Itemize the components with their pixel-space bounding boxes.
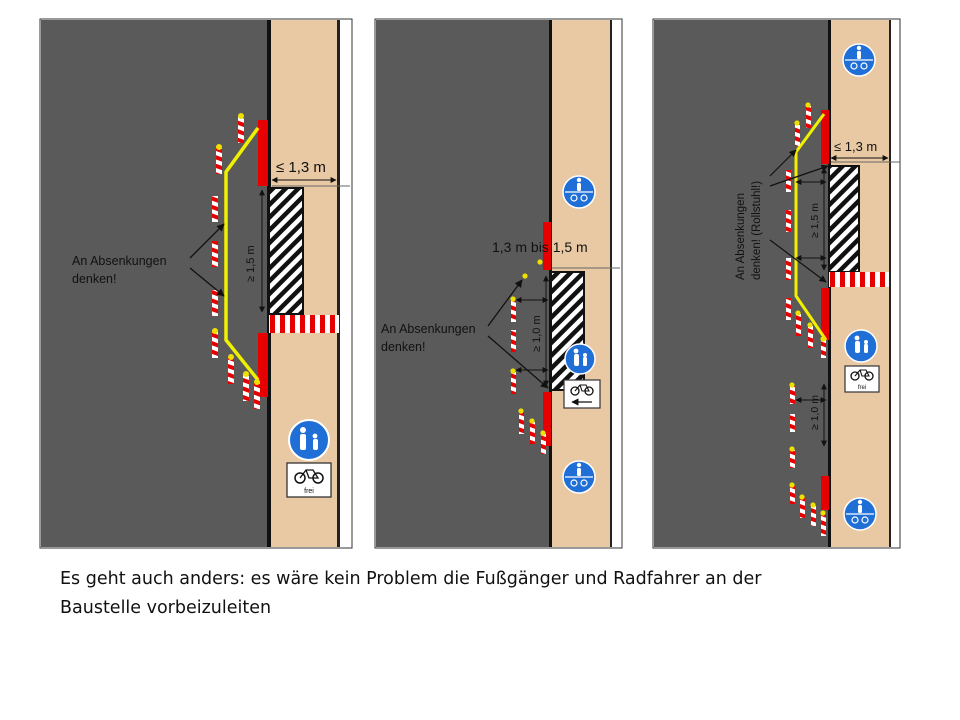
caption-line-1: Es geht auch anders: es wäre kein Proble… <box>60 569 762 589</box>
panel-1: ≤ 1,3 m ≥ 1,5 m An Absenkungen denken! f… <box>39 18 353 549</box>
panel-2-note-line2: denken! <box>381 340 425 354</box>
shared-path-sign-icon <box>842 43 876 77</box>
shared-path-sign-icon <box>843 497 877 531</box>
panel-1-note-line2: denken! <box>72 272 116 286</box>
panel-3-note-line1: An Absenkungen <box>735 193 747 280</box>
panel-3-construction-area <box>828 165 860 273</box>
panel-1-note-arrow-down <box>189 267 225 297</box>
shared-path-sign-icon <box>562 175 596 209</box>
panel-2-road <box>376 20 549 547</box>
panel-1-road <box>41 20 267 547</box>
bicycle-plate-icon: frei <box>844 365 880 393</box>
panel-3-building-line <box>889 20 891 547</box>
panel-2-note-line1: An Absenkungen <box>381 322 476 336</box>
panel-1-note-arrow-up <box>189 223 225 259</box>
panel-3-note-arrow-down <box>769 239 827 283</box>
panel-3-red-barrier-bottom <box>821 476 829 510</box>
panel-2-note-arrow-down <box>487 335 549 389</box>
panel-1-width-label: ≤ 1,3 m <box>276 159 326 176</box>
caption-line-2: Baustelle vorbeizuleiten <box>60 598 272 618</box>
panel-3: ≤ 1,3 m ≥ 1,5 m ≥ 1,0 m An Absenkungen d… <box>652 18 901 549</box>
panel-3-note-arrow-mid <box>769 164 829 187</box>
shared-path-sign-icon <box>562 460 596 494</box>
panel-3-note-line2: denken! (Rollstuhl!) <box>751 181 763 280</box>
panel-2-note-arrow-up <box>487 279 523 327</box>
pedestrian-sign-icon <box>288 419 330 461</box>
panel-1-building-line <box>337 20 340 547</box>
pedestrian-sign-icon <box>844 329 878 363</box>
bicycle-plate-icon <box>563 379 601 409</box>
panel-2-red-barrier-bottom <box>543 392 551 446</box>
panel-3-red-barrier-top <box>821 110 829 164</box>
pedestrian-sign-icon <box>564 343 596 375</box>
panel-3-plate-text: frei <box>858 385 866 391</box>
panel-3-gap-label: ≥ 1,5 m <box>809 203 821 238</box>
panel-3-gap2-label: ≥ 1,0 m <box>809 395 821 430</box>
panel-2-building-line <box>610 20 612 547</box>
panel-1-barrier-bar <box>269 315 339 333</box>
bicycle-plate-icon: frei <box>286 462 332 498</box>
panel-1-red-barrier-bottom <box>258 333 268 397</box>
panel-1-gap-label: ≥ 1,5 m <box>245 245 257 282</box>
panel-2-red-barrier-top <box>543 222 551 270</box>
panel-3-red-barrier-middle <box>821 288 829 340</box>
panel-2-width-label: 1,3 m bis 1,5 m <box>492 239 588 255</box>
panel-2-posts <box>510 259 546 454</box>
panel-3-road <box>654 20 828 547</box>
panel-1-plate-text: frei <box>304 488 314 495</box>
panel-3-guide-line <box>794 113 828 341</box>
panel-3-barrier-bar <box>829 272 889 287</box>
panel-3-posts <box>786 102 826 536</box>
slide-caption: Es geht auch anders: es wäre kein Proble… <box>60 565 920 623</box>
panel-1-guide-line <box>224 126 260 382</box>
panel-2-gap-label: ≥ 1,0 m <box>531 315 543 352</box>
panel-3-width-label: ≤ 1,3 m <box>834 139 877 154</box>
panel-2: 1,3 m bis 1,5 m ≥ 1,0 m An Absenkungen d… <box>374 18 623 549</box>
panel-1-red-barrier-top <box>258 120 268 186</box>
panel-1-construction-area <box>268 187 304 315</box>
panel-1-note-line1: An Absenkungen <box>72 254 167 268</box>
panel-1-posts <box>212 113 260 409</box>
panel-3-note-arrow-up <box>769 149 797 177</box>
